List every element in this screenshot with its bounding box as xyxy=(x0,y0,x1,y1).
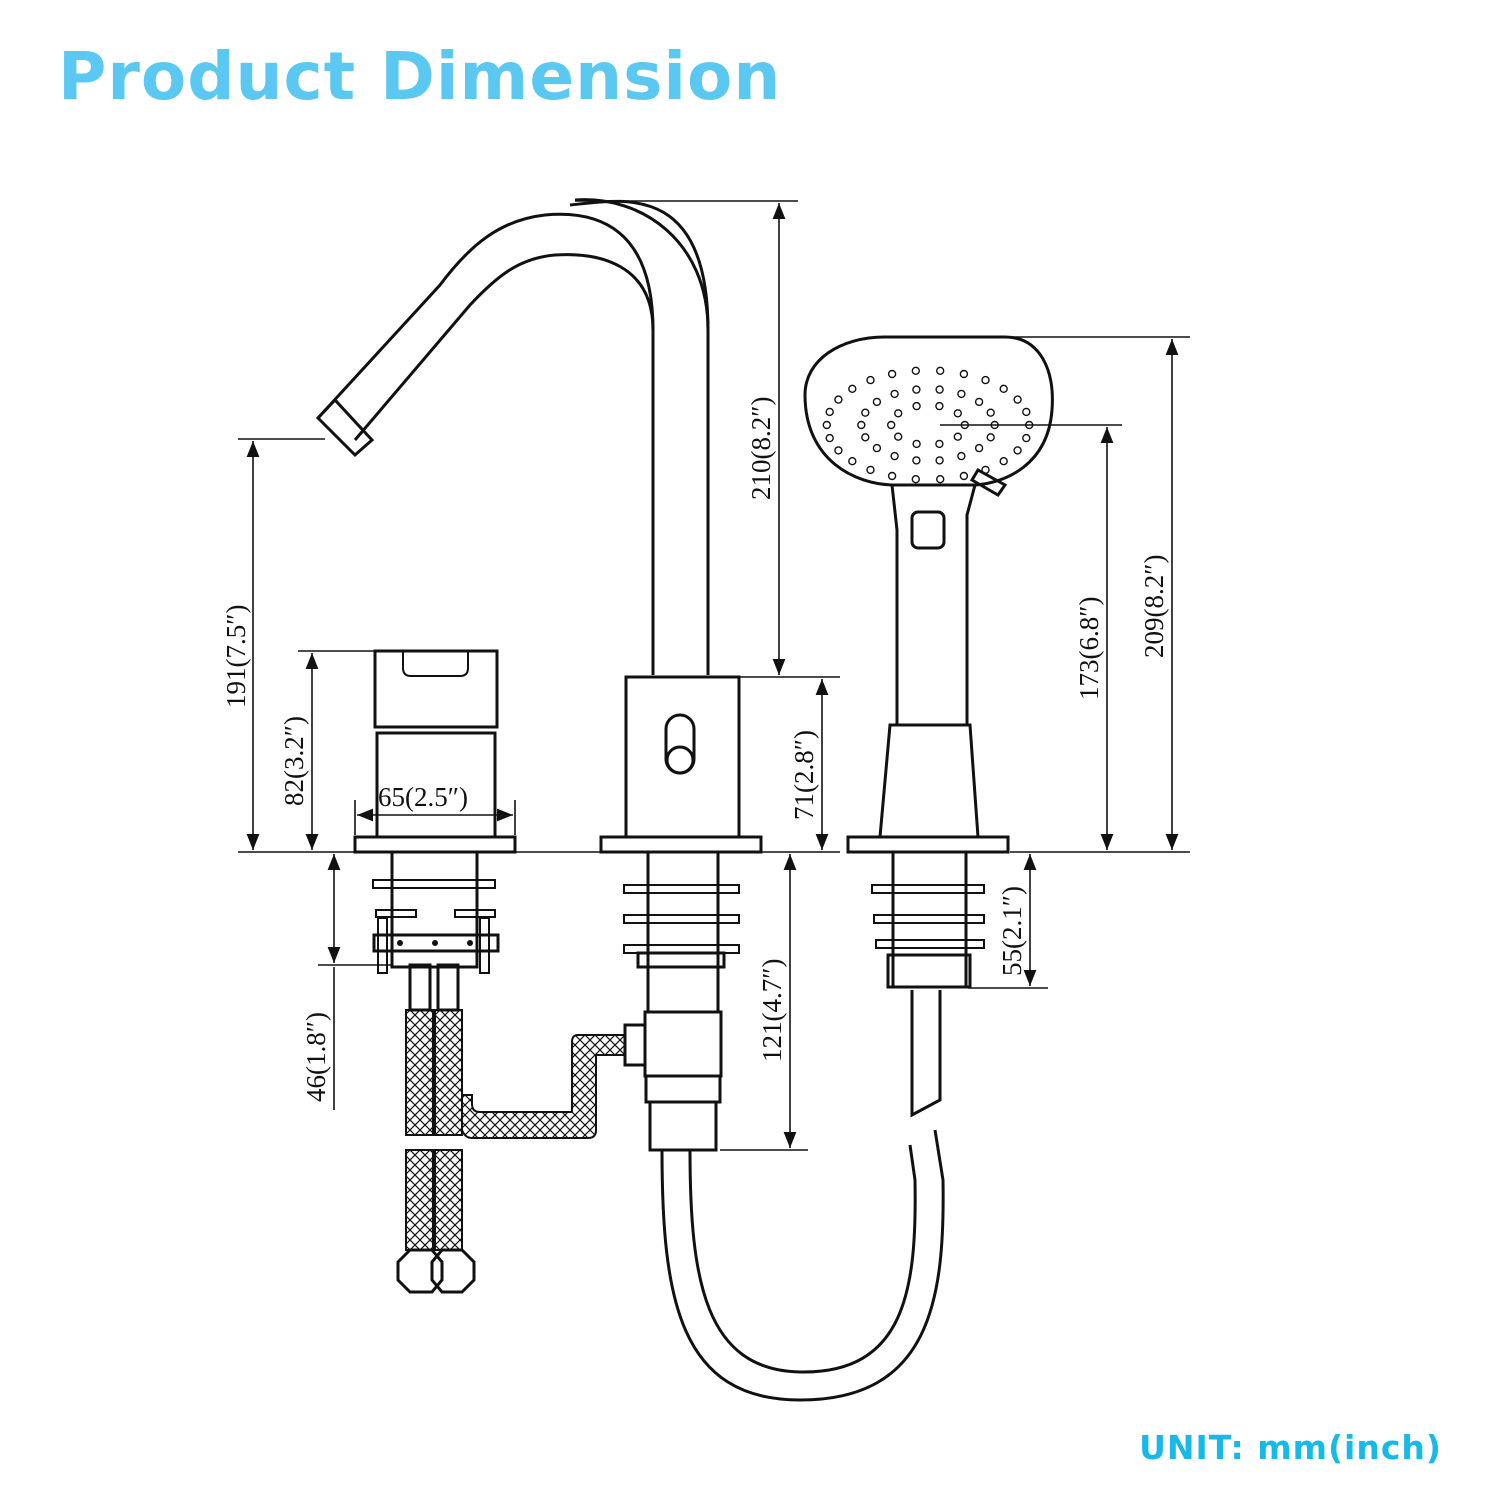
spout-faucet xyxy=(315,198,763,1152)
nozzle-dot xyxy=(912,401,921,411)
nozzle-dot xyxy=(857,420,866,430)
nozzle-dot xyxy=(866,375,875,385)
dim-body-height: 71(2.8″) xyxy=(789,730,819,820)
nozzle-dot xyxy=(1013,395,1022,404)
dim-sprayer-shank: 55(2.1″) xyxy=(997,886,1027,976)
page-title: Product Dimension xyxy=(58,38,782,115)
dim-handle-height: 82(3.2″) xyxy=(279,716,309,806)
nozzle-dot xyxy=(953,409,962,418)
nozzle-dot xyxy=(957,451,966,461)
nozzle-dot xyxy=(894,432,903,441)
nozzle-dot xyxy=(936,475,945,484)
nozzle-dot xyxy=(825,407,834,417)
nozzle-dot xyxy=(935,385,944,394)
nozzle-dot xyxy=(872,443,882,453)
diverter-block xyxy=(643,1010,723,1078)
handle-valve xyxy=(353,649,517,974)
faucet-body xyxy=(624,675,741,839)
dim-lower-shank: 46(1.8″) xyxy=(301,1012,331,1102)
nozzle-dot xyxy=(834,446,843,455)
hand-sprayer xyxy=(803,335,1054,989)
nozzle-dot xyxy=(999,384,1008,393)
nozzle-dot xyxy=(1022,407,1031,417)
nozzle-dot xyxy=(911,366,920,375)
nozzle-dot xyxy=(935,401,944,411)
unit-label: UNIT: mm(inch) xyxy=(1139,1428,1442,1467)
diverter-hose xyxy=(461,1034,626,1139)
nozzle-dot xyxy=(986,433,995,442)
nozzle-dot xyxy=(935,439,944,449)
spout-tip xyxy=(315,397,375,458)
nozzle-dot xyxy=(912,456,921,465)
nozzle-dot xyxy=(887,420,896,430)
nozzle-dot xyxy=(1013,446,1022,455)
nozzle-dot xyxy=(912,385,921,394)
nozzle-dot xyxy=(911,475,920,484)
sprayer-nozzles xyxy=(822,366,1034,484)
nozzle-dot xyxy=(834,395,843,404)
nozzle-dot xyxy=(912,439,921,449)
sprayer-hose xyxy=(660,990,945,1402)
handle-cap xyxy=(373,649,499,729)
nozzle-dot xyxy=(999,457,1008,466)
nozzle-dot xyxy=(887,369,897,379)
nozzle-dot xyxy=(935,456,944,465)
nozzle-dot xyxy=(861,408,870,417)
sprayer-holder xyxy=(878,723,980,839)
nozzle-dot xyxy=(986,408,995,417)
nozzle-dot xyxy=(848,457,857,466)
nozzle-dot xyxy=(822,420,831,430)
nozzle-dot xyxy=(890,451,899,461)
nozzle-dot xyxy=(936,366,945,375)
spout-outer-curve xyxy=(316,212,655,675)
nozzle-dot xyxy=(848,384,857,393)
nozzle-dot xyxy=(825,433,834,443)
faucet-base-plate xyxy=(599,835,763,854)
nozzle-dot xyxy=(959,471,969,481)
supply-hoses xyxy=(396,963,626,1294)
nozzle-dot xyxy=(953,432,962,441)
nozzle-dot xyxy=(1022,433,1031,443)
nozzle-dot xyxy=(974,443,984,453)
handle-base-plate xyxy=(353,835,517,854)
nozzle-dot xyxy=(890,389,899,399)
nozzle-dot xyxy=(887,471,897,481)
spout-bottom-edge xyxy=(353,253,655,441)
dim-sprayer-height: 209(8.2″) xyxy=(1139,555,1169,658)
dim-spout-reach-height: 191(7.5″) xyxy=(221,605,251,708)
dimension-lines xyxy=(238,200,1190,1151)
spout-inner-curve xyxy=(569,199,710,675)
nozzle-dot xyxy=(957,389,966,399)
nozzle-dot xyxy=(981,375,990,385)
nozzle-dot xyxy=(894,409,903,418)
nozzle-dot xyxy=(866,465,875,475)
faucet-lever-knob xyxy=(665,745,695,775)
nozzle-dot xyxy=(861,433,870,442)
nozzle-dot xyxy=(974,397,984,407)
faucet-lever-slot xyxy=(664,713,696,775)
nozzle-dot xyxy=(959,369,969,379)
nozzle-dot xyxy=(872,397,882,407)
dim-shank-length: 121(4.7″) xyxy=(757,959,787,1062)
sprayer-head xyxy=(803,335,1054,487)
dim-handle-width: 65(2.5″) xyxy=(378,782,468,812)
dim-spout-height: 210(8.2″) xyxy=(746,397,776,500)
dim-sprayer-mid: 173(6.8″) xyxy=(1074,597,1104,700)
